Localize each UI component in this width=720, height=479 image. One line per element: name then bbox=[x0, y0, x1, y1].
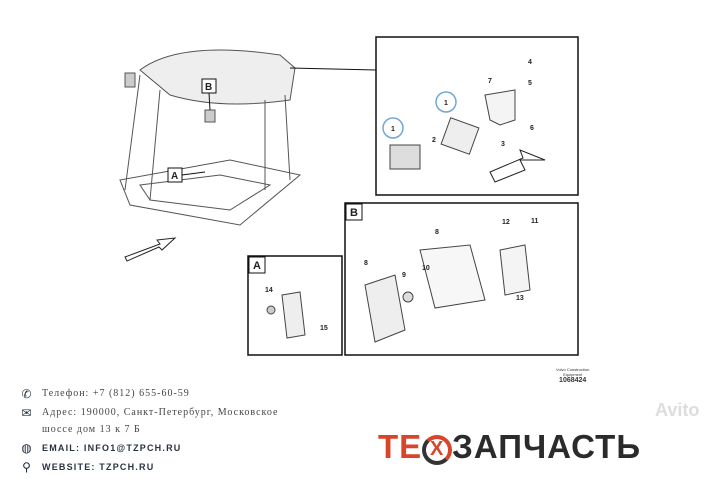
svg-text:15: 15 bbox=[320, 325, 328, 332]
svg-text:7: 7 bbox=[488, 78, 492, 85]
logo-accent: ТЕ bbox=[378, 428, 423, 465]
svg-text:A: A bbox=[253, 260, 261, 272]
svg-text:B: B bbox=[350, 207, 358, 219]
gear-x-icon: X bbox=[422, 435, 453, 465]
svg-text:14: 14 bbox=[265, 287, 273, 294]
drawing-number: 1068424 bbox=[559, 377, 587, 384]
address-line2: шоссе дом 13 к 7 Б bbox=[42, 424, 141, 435]
phone[interactable]: Телефон: +7 (812) 655-60-59 bbox=[42, 387, 190, 399]
caption-line2: Equipment bbox=[563, 372, 583, 377]
svg-text:8: 8 bbox=[435, 229, 439, 236]
avito-watermark: Avito bbox=[655, 400, 700, 420]
caption-line1: Volvo Construction bbox=[556, 367, 590, 372]
website[interactable]: WEBSITE: TZPCH.RU bbox=[42, 461, 155, 472]
svg-text:2: 2 bbox=[432, 137, 436, 144]
svg-text:3: 3 bbox=[501, 141, 505, 148]
svg-text:9: 9 bbox=[402, 272, 406, 279]
svg-text:A: A bbox=[171, 171, 178, 182]
svg-text:1: 1 bbox=[444, 100, 448, 107]
logo-rest: ЗАПЧАСТЬ bbox=[452, 428, 642, 465]
inset-a: A 14 15 bbox=[247, 255, 343, 356]
svg-text:5: 5 bbox=[528, 80, 532, 87]
svg-text:B: B bbox=[205, 82, 212, 93]
svg-text:6: 6 bbox=[530, 125, 534, 132]
envelope-icon: ✉ bbox=[21, 405, 33, 420]
drawing-caption: Volvo Construction Equipment 1068424 bbox=[556, 367, 589, 384]
callout-b-marker: B bbox=[201, 78, 217, 111]
svg-text:12: 12 bbox=[502, 219, 510, 226]
cab-drawing bbox=[119, 49, 377, 262]
callout-a-marker: A bbox=[167, 167, 206, 183]
globe-icon: ◍ bbox=[21, 440, 33, 455]
email[interactable]: EMAIL: INFO1@TZPCH.RU bbox=[42, 442, 182, 453]
phone-icon: ✆ bbox=[21, 386, 33, 401]
parts-diagram: A B 4 5 7 1 1 2 6 3 B 12 11 8 8 9 10 13 … bbox=[119, 36, 579, 356]
svg-text:1: 1 bbox=[391, 126, 395, 133]
svg-text:10: 10 bbox=[422, 265, 430, 272]
contact-block: ✆ Телефон: +7 (812) 655-60-59 ✉ Адрес: 190… bbox=[20, 384, 278, 476]
inset-top: 4 5 7 1 1 2 6 3 bbox=[375, 36, 579, 196]
svg-text:11: 11 bbox=[531, 218, 539, 225]
svg-text:4: 4 bbox=[528, 59, 532, 66]
address-line1: Адрес: 190000, Санкт-Петербург, Московск… bbox=[42, 406, 279, 418]
svg-text:13: 13 bbox=[516, 295, 524, 302]
inset-b: B 12 11 8 8 9 10 13 bbox=[344, 202, 579, 356]
svg-text:8: 8 bbox=[364, 260, 368, 267]
location-pin-icon: ⚲ bbox=[22, 459, 32, 474]
